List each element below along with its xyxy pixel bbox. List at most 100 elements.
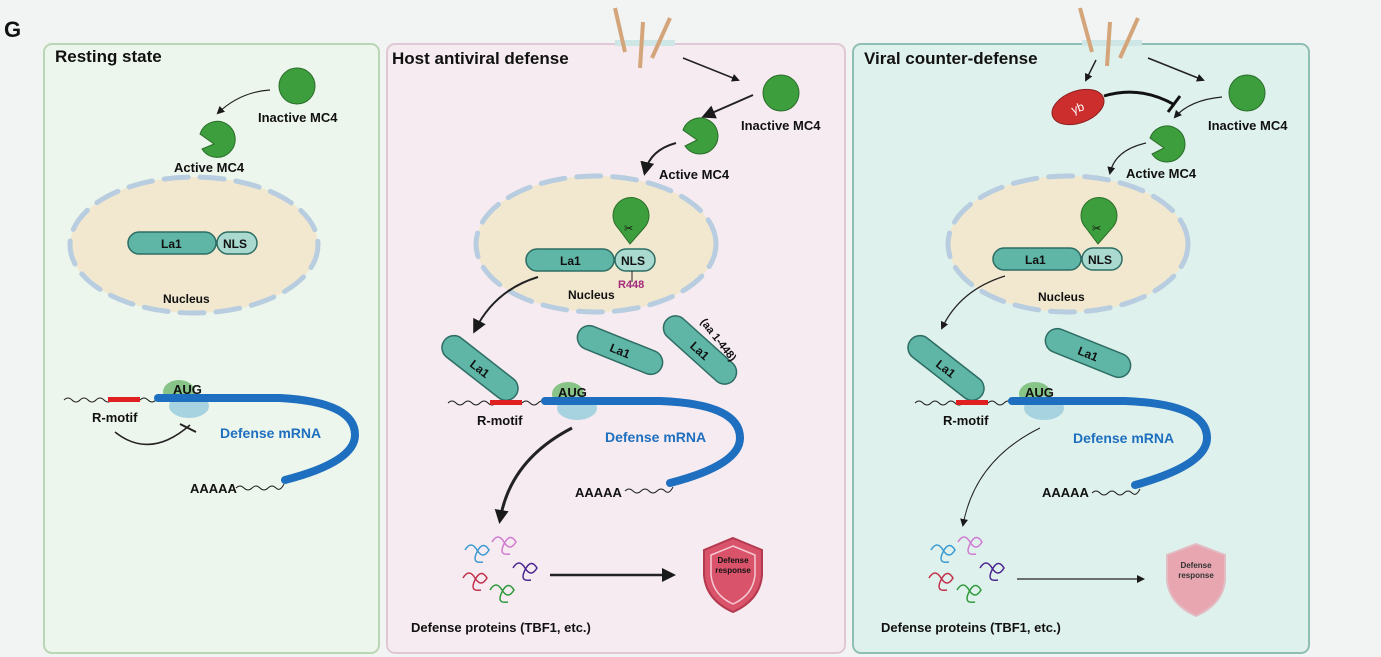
- virus-activation-arrow: [1147, 57, 1205, 82]
- nucleus-label: Nucleus: [163, 292, 210, 306]
- la1-fragment: La1: [1044, 327, 1132, 379]
- nucleus-label: Nucleus: [1038, 290, 1085, 304]
- figure-label: G: [4, 17, 21, 42]
- panel-host-antiviral-defense: Host antiviral defense Inactive MC4 Acti…: [386, 7, 846, 654]
- inactive-mc4-label: Inactive MC4: [741, 118, 821, 133]
- polya-label: AAAAA: [575, 485, 623, 500]
- panel-title: Host antiviral defense: [392, 49, 569, 68]
- aug-label: AUG: [558, 385, 587, 400]
- r-motif-segment: [490, 400, 522, 405]
- panel-title: Resting state: [55, 47, 162, 66]
- mc4-cleaving-icon: [612, 197, 650, 245]
- activation-arrow: [216, 89, 271, 115]
- polya-label: AAAAA: [190, 481, 238, 496]
- la1-fragment: La1: [441, 334, 519, 402]
- la1-label: La1: [560, 254, 581, 268]
- nuclear-import-arrow: [1107, 142, 1147, 175]
- translation-arrow: [960, 427, 1041, 527]
- virus-particles-icon: [1078, 7, 1140, 67]
- inhibition-arc: [1103, 90, 1176, 107]
- nls-domain: [216, 231, 258, 255]
- r-motif-segment: [108, 397, 140, 402]
- la1-protein: [127, 231, 217, 255]
- la1-label: La1: [161, 237, 182, 251]
- virus-activation-arrow: [682, 57, 740, 82]
- nls-domain: [614, 248, 656, 272]
- nls-domain: [1081, 247, 1123, 271]
- activation-arrow: [1173, 96, 1223, 119]
- nls-label: NLS: [1088, 253, 1112, 267]
- panel-viral-counter-defense: Viral counter-defense γb Inactive MC4 Ac…: [852, 7, 1310, 654]
- inactive-mc4-icon: [1228, 74, 1266, 112]
- inhibition-bar: [1166, 95, 1182, 113]
- nls-label: NLS: [223, 237, 247, 251]
- nuclear-export-arrow: [473, 276, 539, 334]
- nucleus-label: Nucleus: [568, 288, 615, 302]
- defense-mrna-strand: [1008, 397, 1212, 489]
- yb-expression-arrow: [1085, 59, 1097, 82]
- defense-mrna-strand: [154, 394, 360, 484]
- inactive-mc4-label: Inactive MC4: [1208, 118, 1288, 133]
- nuclear-import-arrow: [640, 142, 677, 176]
- la1-fragment: La1: [576, 324, 664, 376]
- panel-title: Viral counter-defense: [864, 49, 1038, 68]
- la1-fragment: La1: [907, 334, 985, 402]
- svg-text:Defense: Defense: [1180, 561, 1212, 570]
- la1-fragment: La1: [662, 315, 738, 385]
- defense-mrna-label: Defense mRNA: [220, 425, 321, 441]
- defense-proteins-icon: [928, 536, 1005, 604]
- translation-arrow: [494, 426, 573, 524]
- membrane-patch: [1082, 40, 1142, 46]
- svg-text:response: response: [1178, 571, 1214, 580]
- svg-text:response: response: [715, 566, 751, 575]
- active-mc4-icon: [199, 120, 236, 158]
- inactive-mc4-icon: [278, 67, 316, 105]
- inactive-mc4-label: Inactive MC4: [258, 110, 338, 125]
- inhibition-bar: [179, 423, 197, 433]
- r-motif-label: R-motif: [92, 410, 138, 425]
- nucleus-icon: [948, 176, 1188, 312]
- defense-mrna-strand: [541, 397, 745, 487]
- nuclear-envelope: [67, 174, 321, 316]
- defense-shield-icon: Defense response: [703, 536, 763, 614]
- yb-protein-icon: γb: [1051, 88, 1105, 126]
- r-motif-label: R-motif: [943, 413, 989, 428]
- aug-label: AUG: [1025, 385, 1054, 400]
- active-mc4-label: Active MC4: [659, 167, 730, 182]
- nls-label: NLS: [621, 254, 645, 268]
- la1-label: La1: [1025, 253, 1046, 267]
- svg-text:Defense: Defense: [717, 556, 749, 565]
- r-motif-segment: [956, 400, 988, 405]
- mc4-cleaving-icon: [1080, 197, 1118, 245]
- polya-squiggle: [624, 486, 674, 494]
- polya-label: AAAAA: [1042, 485, 1090, 500]
- defense-mrna-label: Defense mRNA: [1073, 430, 1174, 446]
- svg-text:γb: γb: [1069, 99, 1086, 117]
- activation-arrow: [701, 94, 754, 119]
- active-mc4-icon: [682, 117, 719, 155]
- inhibition-arc: [114, 424, 191, 446]
- scissors-icon: ✂: [1092, 223, 1101, 235]
- la1-protein: [525, 248, 615, 272]
- defense-proteins-label: Defense proteins (TBF1, etc.): [881, 620, 1061, 635]
- nuclear-envelope: [473, 173, 719, 315]
- defense-proteins-icon: [462, 536, 538, 604]
- aug-label: AUG: [173, 382, 202, 397]
- defense-proteins-label: Defense proteins (TBF1, etc.): [411, 620, 591, 635]
- defense-shield-icon: Defense response: [1166, 542, 1226, 618]
- la1-protein: [992, 247, 1082, 271]
- virus-particles-icon: [613, 7, 672, 69]
- nuclear-export-arrow: [940, 275, 1006, 330]
- panel-resting-state: Resting state Inactive MC4 Active MC4 La…: [43, 43, 380, 654]
- polya-squiggle: [235, 483, 285, 491]
- polya-squiggle: [1091, 488, 1141, 496]
- defense-mrna-label: Defense mRNA: [605, 429, 706, 445]
- scissors-icon: ✂: [624, 223, 633, 235]
- cleavage-site-label: R448: [618, 279, 644, 291]
- inactive-mc4-icon: [762, 74, 800, 112]
- active-mc4-label: Active MC4: [1126, 166, 1197, 181]
- active-mc4-label: Active MC4: [174, 160, 245, 175]
- membrane-patch: [615, 40, 675, 46]
- nuclear-envelope: [945, 173, 1191, 315]
